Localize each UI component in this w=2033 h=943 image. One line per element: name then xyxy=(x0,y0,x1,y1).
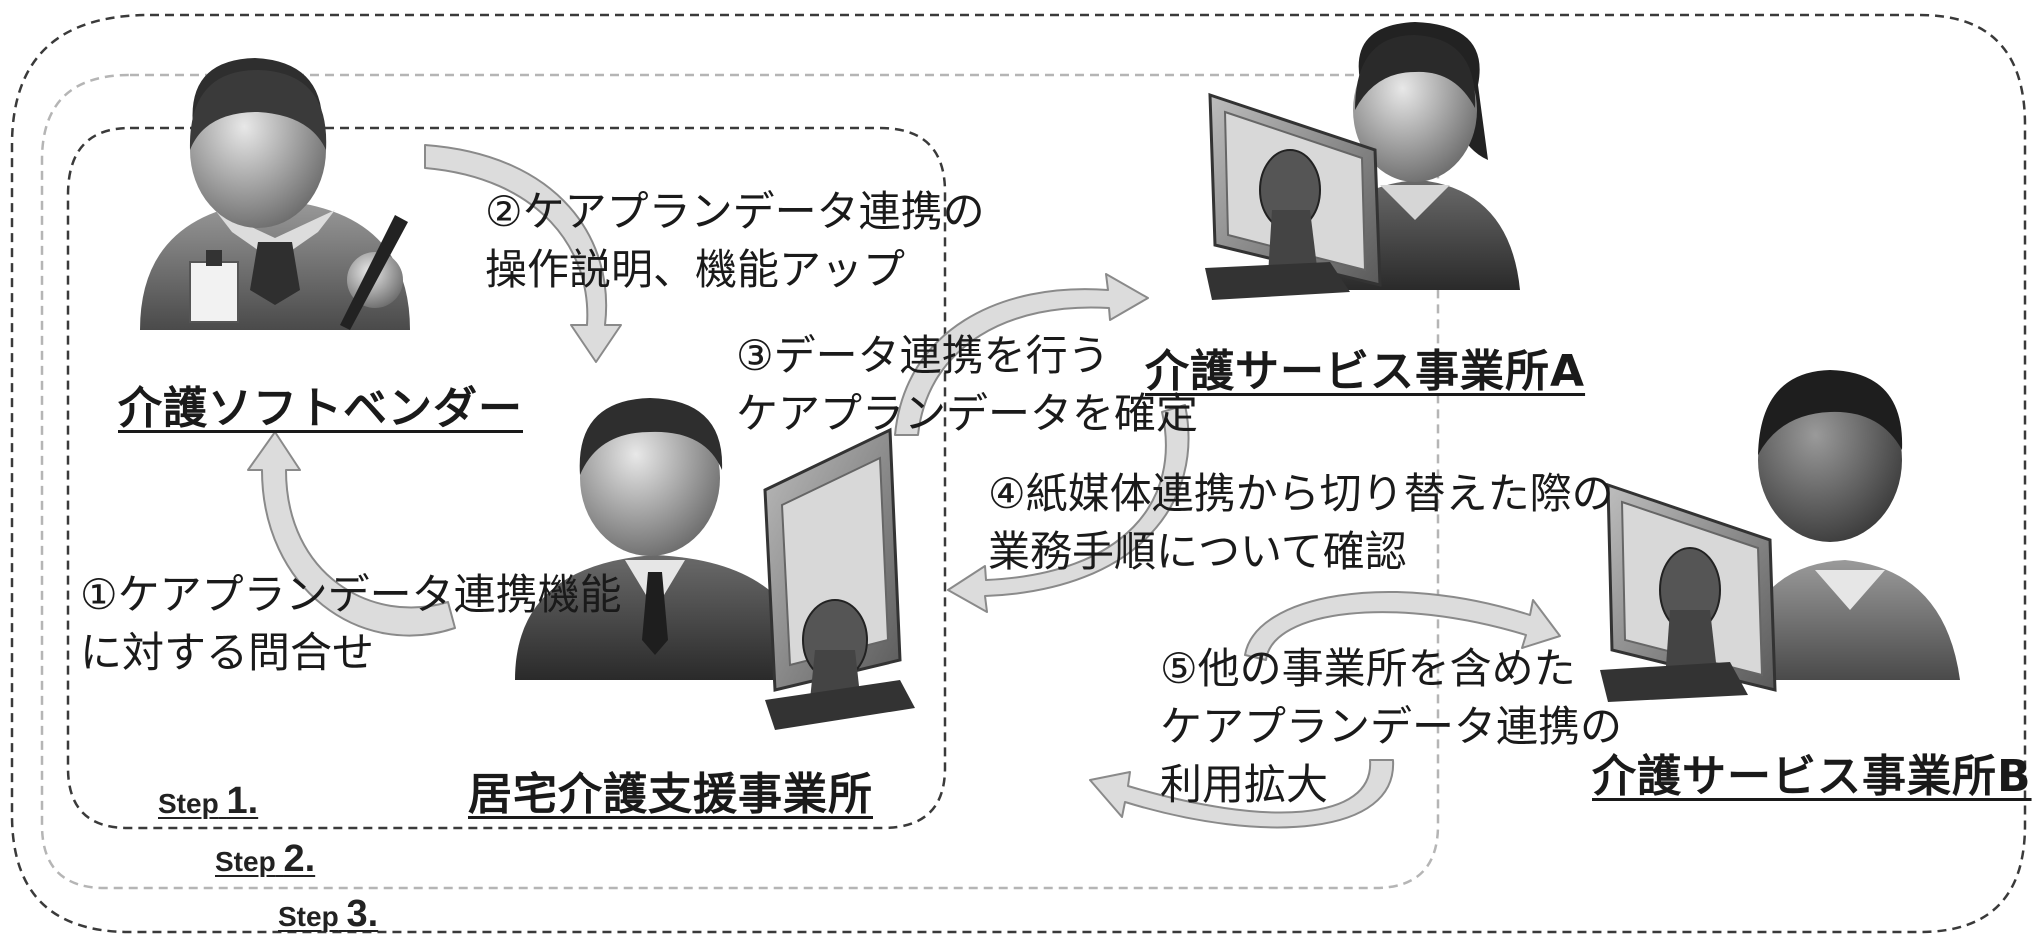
step3-description: ③データ連携を行う ケアプランデータを確定 xyxy=(736,327,1198,443)
step2-line2: 操作説明、機能アップ xyxy=(485,245,906,294)
step2-boundary xyxy=(40,73,1440,890)
phase-step3-number: 3. xyxy=(346,893,379,935)
step1-boundary xyxy=(66,126,947,830)
phase-step2-word: Step xyxy=(215,846,276,877)
phase-step1-label: Step 1. xyxy=(158,780,258,823)
step5-line2: ケアプランデータ連携の xyxy=(1160,702,1623,751)
entity-vendor: 介護ソフトベンダー xyxy=(118,383,523,434)
arrow-step2 xyxy=(424,144,622,363)
arrow-step5-lower xyxy=(1089,759,1395,829)
step1-description: ①ケアプランデータ連携機能 に対する問合せ xyxy=(80,566,622,682)
step4-line2: 業務手順について確認 xyxy=(988,527,1407,576)
step3-line1: ③データ連携を行う xyxy=(736,331,1110,380)
phase-step1-number: 1. xyxy=(226,780,259,822)
step5-line1: ⑤他の事業所を含めた xyxy=(1160,644,1576,693)
arrow-step1 xyxy=(247,431,456,637)
arrow-step3 xyxy=(894,273,1149,436)
step2-description: ②ケアプランデータ連携の 操作説明、機能アップ xyxy=(485,183,985,299)
step4-line1: ④紙媒体連携から切り替えた際の xyxy=(988,469,1614,518)
step5-line3: 利用拡大 xyxy=(1160,760,1329,809)
step5-description: ⑤他の事業所を含めた ケアプランデータ連携の 利用拡大 xyxy=(1160,640,1622,814)
phase-step1-word: Step xyxy=(158,788,219,819)
step2-line1: ②ケアプランデータ連携の xyxy=(485,187,985,236)
phase-step2-label: Step 2. xyxy=(215,838,315,881)
arrow-step4 xyxy=(947,404,1190,613)
home-care-staff-computer-icon xyxy=(515,398,915,730)
phase-step2-number: 2. xyxy=(283,838,316,880)
step1-line2: に対する問合せ xyxy=(80,628,375,677)
phase-step3-word: Step xyxy=(278,901,339,932)
arrow-step5-upper xyxy=(1244,591,1561,661)
entity-service-office-b: 介護サービス事業所B xyxy=(1592,751,2032,802)
entity-service-office-a: 介護サービス事業所A xyxy=(1145,346,1586,397)
service-staff-a-computer-icon xyxy=(1205,22,1520,300)
entity-home-care-office: 居宅介護支援事業所 xyxy=(468,769,873,820)
phase-step3-label: Step 3. xyxy=(278,893,378,936)
step4-description: ④紙媒体連携から切り替えた際の 業務手順について確認 xyxy=(988,465,1614,581)
service-staff-b-computer-icon xyxy=(1600,370,1960,702)
vendor-person-icon xyxy=(140,58,410,330)
step3-line2: ケアプランデータを確定 xyxy=(736,389,1199,438)
step1-line1: ①ケアプランデータ連携機能 xyxy=(80,570,622,619)
step3-boundary xyxy=(10,13,2027,934)
